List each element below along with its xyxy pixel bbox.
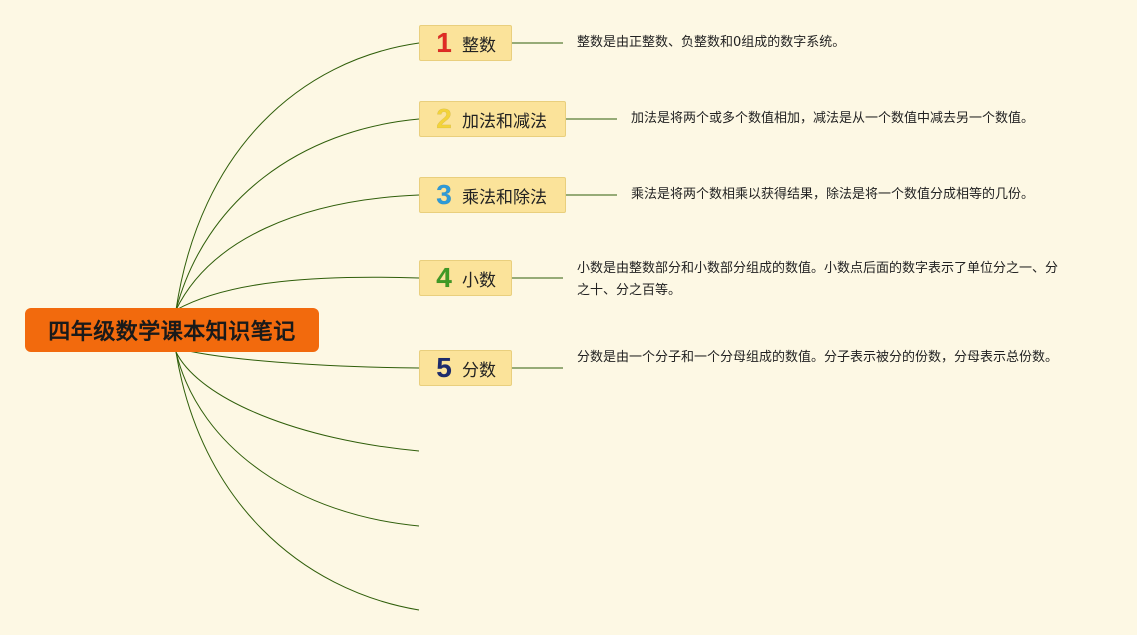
topic-4[interactable]: 4 小数 — [419, 260, 512, 296]
number-5-icon: 5 — [436, 352, 452, 383]
topic-label: 整数 — [462, 35, 496, 56]
branch-line-8 — [175, 351, 420, 611]
topic-2[interactable]: 2 加法和减法 — [419, 101, 566, 137]
number-1-icon: 1 — [436, 27, 452, 58]
number-2-icon: 2 — [436, 103, 452, 134]
root-topic[interactable]: 四年级数学课本知识笔记 — [25, 308, 319, 352]
branch-line-2 — [175, 118, 420, 311]
topic-5[interactable]: 5 分数 — [419, 350, 512, 386]
number-3-icon: 3 — [436, 179, 452, 210]
branch-line-3 — [175, 194, 420, 311]
branch-line-1 — [175, 42, 420, 311]
branch-line-4 — [175, 276, 420, 311]
topic-label: 乘法和除法 — [462, 187, 547, 208]
topic-note-2: 加法是将两个或多个数值相加，减法是从一个数值中减去另一个数值。 — [631, 111, 1035, 126]
topic-note-4: 小数是由整数部分和小数部分组成的数值。小数点后面的数字表示了单位分之一、分之十、… — [577, 261, 1059, 298]
root-topic-label: 四年级数学课本知识笔记 — [48, 320, 296, 345]
topic-note-1: 整数是由正整数、负整数和0组成的数字系统。 — [577, 35, 846, 50]
topic-label: 分数 — [462, 360, 496, 381]
topic-1[interactable]: 1 整数 — [419, 25, 512, 61]
topic-note-3: 乘法是将两个数相乘以获得结果，除法是将一个数值分成相等的几份。 — [631, 187, 1035, 202]
topic-label: 小数 — [462, 270, 496, 291]
topic-3[interactable]: 3 乘法和除法 — [419, 177, 566, 213]
branch-line-7 — [175, 351, 420, 527]
topic-label: 加法和减法 — [462, 111, 547, 132]
branch-line-6 — [175, 351, 420, 452]
topic-note-5: 分数是由一个分子和一个分母组成的数值。分子表示被分的份数，分母表示总份数。 — [577, 350, 1059, 365]
number-4-icon: 4 — [436, 262, 452, 293]
branch-line-5 — [175, 347, 420, 369]
